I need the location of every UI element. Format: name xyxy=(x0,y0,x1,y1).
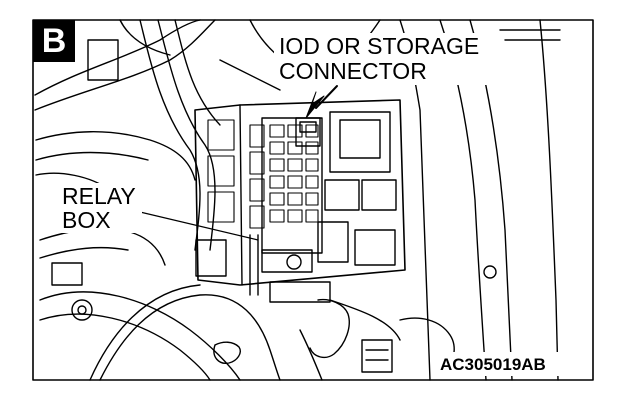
iod-connector-callout-line-2: CONNECTOR xyxy=(279,58,427,84)
iod-storage-connector xyxy=(295,117,321,147)
leader-lines xyxy=(139,85,338,241)
connector-arrow-shaft xyxy=(315,85,338,109)
iod-connector-callout-line-1: IOD OR STORAGE xyxy=(279,33,480,59)
figure-badge: B xyxy=(33,20,75,62)
relay-box-callout-line-1: RELAY xyxy=(62,183,136,209)
figure-frame xyxy=(32,19,594,381)
relay-box-leader xyxy=(139,211,259,241)
relay-box-callout-line-2: BOX xyxy=(62,207,111,233)
connector-arrow-head xyxy=(305,91,325,119)
relay-box-body xyxy=(194,99,406,303)
hose-bundle-left xyxy=(34,19,350,381)
figure-code: AC305019AB xyxy=(440,355,546,374)
